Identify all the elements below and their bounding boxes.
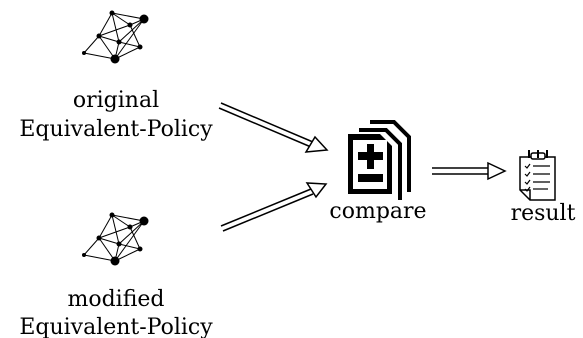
graph-network-icon bbox=[81, 10, 149, 64]
arrow-modified-to-compare bbox=[220, 182, 328, 232]
graph-network-icon bbox=[81, 212, 149, 266]
checklist-clipboard-icon bbox=[519, 150, 556, 201]
input-original-label-line2: Equivalent-Policy bbox=[19, 117, 213, 142]
input-modified-label-line2: Equivalent-Policy bbox=[19, 315, 213, 338]
input-original-label-line1: original bbox=[73, 88, 159, 113]
input-modified-label-line1: modified bbox=[67, 287, 164, 312]
compare-label: compare bbox=[329, 199, 426, 224]
arrow-compare-to-result bbox=[432, 161, 507, 181]
compare-files-icon bbox=[348, 120, 411, 200]
arrow-original-to-compare bbox=[218, 102, 329, 153]
input-node-original: original Equivalent-Policy bbox=[19, 10, 213, 142]
input-node-modified: modified Equivalent-Policy bbox=[19, 212, 213, 338]
result-label: result bbox=[511, 201, 576, 226]
